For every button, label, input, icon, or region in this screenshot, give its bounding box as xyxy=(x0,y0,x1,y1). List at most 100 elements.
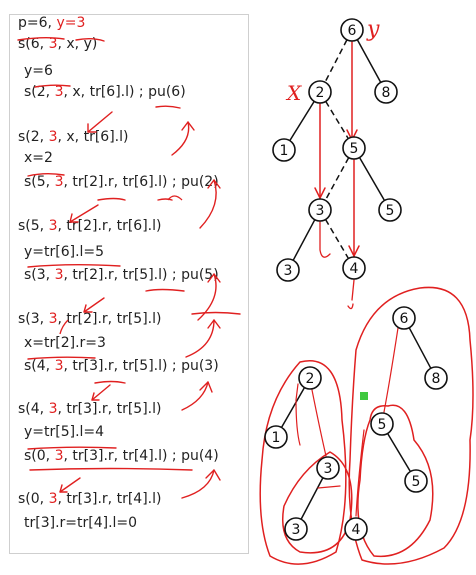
code-underline xyxy=(29,467,193,471)
tree-node-label: 5 xyxy=(350,141,359,157)
code-underline xyxy=(27,173,65,177)
code-arrow-down xyxy=(87,111,113,133)
code-line: s(6, 3, x, y) xyxy=(18,36,97,52)
split-stroke xyxy=(295,383,301,446)
tree-node-label: 3 xyxy=(284,263,293,279)
code-tick xyxy=(59,319,69,335)
tree-node xyxy=(404,469,428,493)
code-arrow-down xyxy=(83,304,93,313)
tree-node-label: 1 xyxy=(280,143,289,159)
code-token: , x, tr[6].l) xyxy=(57,129,129,145)
code-token: 3 xyxy=(48,218,58,234)
code-arrow-down xyxy=(83,297,105,313)
tree-edge xyxy=(324,39,348,83)
code-arrow-up xyxy=(171,121,190,156)
subtree-outline xyxy=(282,451,353,554)
tree-edge xyxy=(325,101,349,139)
tree-edge xyxy=(280,387,306,428)
code-token: s(0, xyxy=(24,448,55,464)
tree-node-label: 5 xyxy=(386,203,395,219)
tree-node xyxy=(378,198,402,222)
tree-node xyxy=(374,80,398,104)
code-token: 3 xyxy=(54,174,64,190)
code-line: tr[3].r=tr[4].l=0 xyxy=(24,515,137,531)
code-token: , x, y) xyxy=(57,36,98,52)
code-token: 3 xyxy=(48,401,58,417)
code-underline xyxy=(27,264,121,268)
code-arrow-up xyxy=(205,469,221,481)
code-underline xyxy=(27,446,117,450)
code-arrow-down xyxy=(91,392,100,401)
code-underline xyxy=(191,311,241,315)
code-token: 3 xyxy=(48,311,58,327)
tree-node xyxy=(342,136,366,160)
tree-node xyxy=(424,366,448,390)
tree-node xyxy=(272,138,296,162)
code-line: s(3, 3, tr[2].r, tr[5].l) ; pu(5) xyxy=(24,267,219,283)
tree-node xyxy=(276,258,300,282)
code-token: 3 xyxy=(54,84,64,100)
code-line: p=6, y=3 xyxy=(18,15,85,31)
code-line: s(0, 3, tr[3].r, tr[4].l) ; pu(4) xyxy=(24,448,219,464)
code-token: 3 xyxy=(48,36,58,52)
code-token: , tr[3].r, tr[5].l) xyxy=(57,401,162,417)
traversal-path xyxy=(351,279,355,301)
code-underline xyxy=(34,84,71,88)
traversal-path xyxy=(347,303,354,310)
code-underline xyxy=(27,356,96,360)
traversal-path xyxy=(348,245,360,257)
code-line: s(2, 3, x, tr[6].l) xyxy=(18,129,128,145)
tree-node-label: 8 xyxy=(382,85,391,101)
code-token: , tr[2].r, tr[5].l) ; pu(5) xyxy=(63,267,219,283)
code-arrow-up xyxy=(207,179,221,189)
code-arrow-up xyxy=(207,273,221,283)
code-line: s(4, 3, tr[3].r, tr[5].l) xyxy=(18,401,161,417)
code-line: s(0, 3, tr[3].r, tr[4].l) xyxy=(18,491,161,507)
tree-node-label: 4 xyxy=(352,522,361,538)
tree-edge xyxy=(292,219,316,261)
tree-edge xyxy=(324,219,350,259)
tree-node xyxy=(298,366,322,390)
tree-node-label: 4 xyxy=(350,261,359,277)
code-token: 3 xyxy=(54,448,64,464)
code-token: s(3, xyxy=(24,267,55,283)
tree-node-label: 3 xyxy=(324,461,333,477)
code-arrow-down xyxy=(59,484,68,493)
tree-node-label: 6 xyxy=(400,311,409,327)
code-token: 3 xyxy=(48,129,58,145)
tree-node xyxy=(370,412,394,436)
tree-node-label: 5 xyxy=(378,417,387,433)
code-line: y=6 xyxy=(24,63,53,79)
code-token: s(4, xyxy=(18,401,49,417)
subtree-outline xyxy=(348,286,474,565)
tree-edge xyxy=(289,100,315,142)
code-token: 3 xyxy=(48,491,58,507)
code-token: y=6 xyxy=(24,63,53,79)
code-token: s(2, xyxy=(24,84,55,100)
subtree-outline xyxy=(259,360,347,565)
tree-node-label: 2 xyxy=(306,371,315,387)
code-arrow-down xyxy=(59,477,81,493)
code-tick xyxy=(167,195,183,201)
code-arrow-up xyxy=(199,381,213,393)
code-arrow-down xyxy=(69,204,99,223)
code-underline xyxy=(94,380,126,384)
code-token: s(6, xyxy=(18,36,49,52)
code-underline xyxy=(75,38,105,42)
y-pointer-label: y xyxy=(366,17,380,42)
code-token: , tr[3].r, tr[5].l) ; pu(3) xyxy=(63,358,219,374)
tree-node-label: 1 xyxy=(272,430,281,446)
tree-edge xyxy=(356,39,382,83)
code-token: s(2, xyxy=(18,129,49,145)
tree-node xyxy=(264,425,288,449)
tree-edge xyxy=(386,433,412,472)
split-stroke xyxy=(317,485,341,489)
code-token: s(3, xyxy=(18,311,49,327)
code-token: y=tr[6].l=5 xyxy=(24,244,105,260)
code-token: tr[3].r=tr[4].l=0 xyxy=(24,515,138,531)
code-arrow-down xyxy=(69,213,79,223)
code-underline xyxy=(97,197,126,201)
code-line: s(5, 3, tr[2].r, tr[6].l) ; pu(2) xyxy=(24,174,219,190)
code-line: x=2 xyxy=(24,150,53,166)
